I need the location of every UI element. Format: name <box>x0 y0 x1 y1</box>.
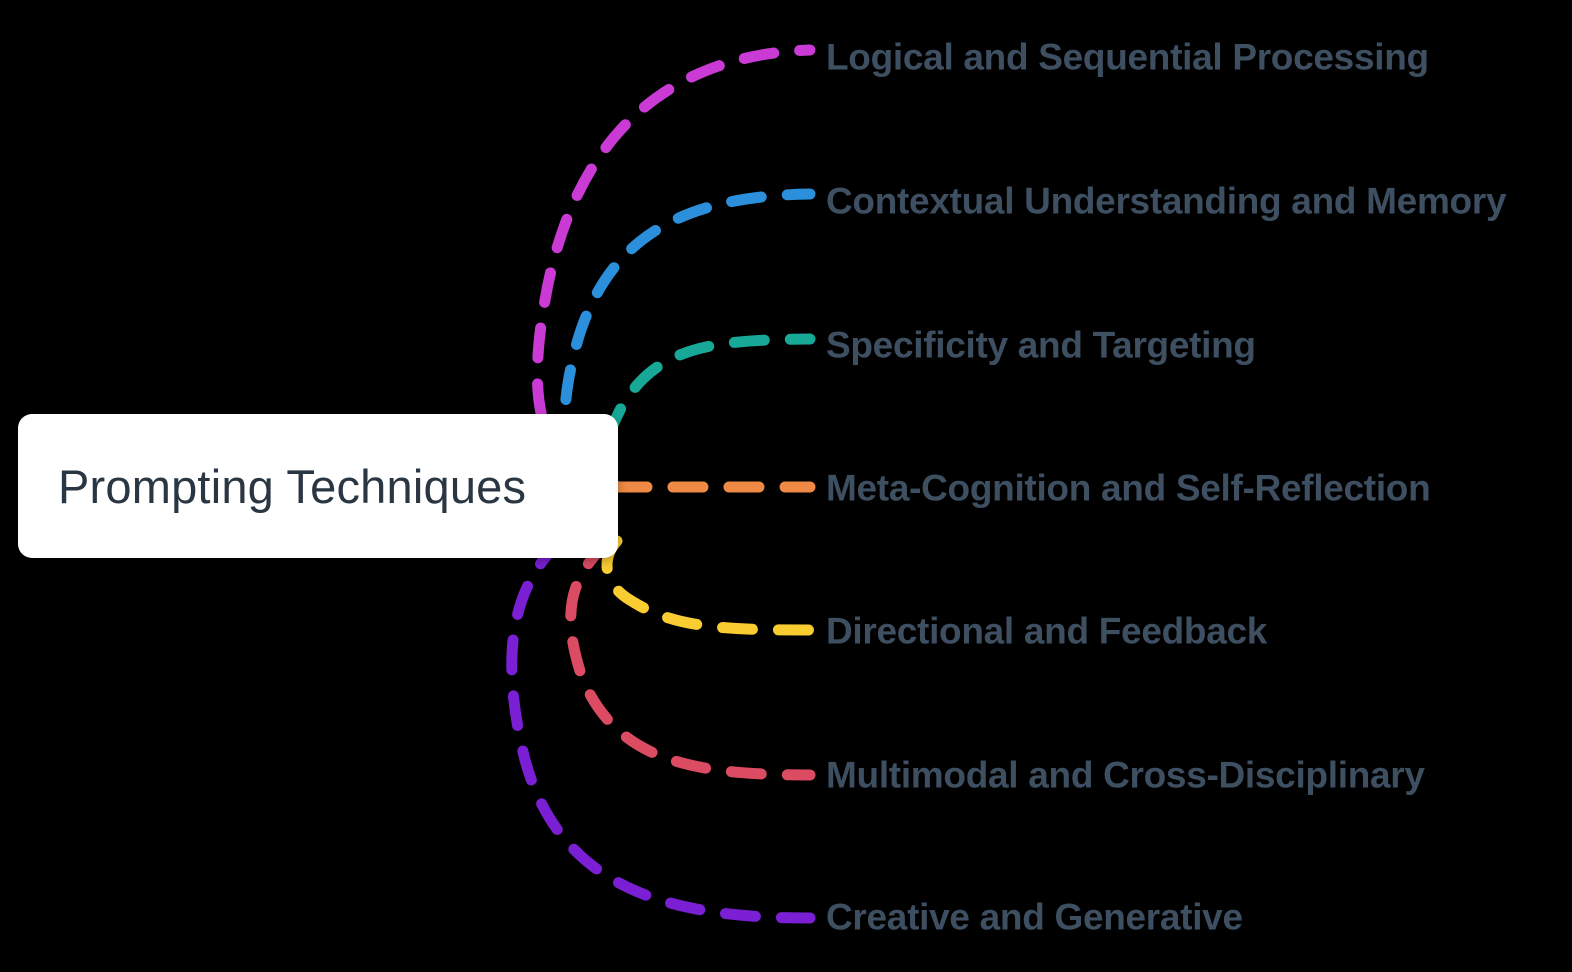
leaf-label[interactable]: Specificity and Targeting <box>826 324 1256 366</box>
root-node-label: Prompting Techniques <box>58 459 527 513</box>
branch-connector-4 <box>601 535 816 636</box>
leaf-label[interactable]: Logical and Sequential Processing <box>826 36 1429 78</box>
branch-connector-5 <box>565 535 816 781</box>
branch-connector-6 <box>506 535 816 924</box>
branch-connector-2 <box>597 333 816 493</box>
leaf-label[interactable]: Multimodal and Cross-Disciplinary <box>826 754 1425 796</box>
leaf-label[interactable]: Creative and Generative <box>826 896 1243 938</box>
leaf-label[interactable]: Meta-Cognition and Self-Reflection <box>826 467 1431 509</box>
root-node[interactable]: Prompting Techniques <box>18 414 618 558</box>
leaf-label[interactable]: Directional and Feedback <box>826 610 1268 652</box>
leaf-label[interactable]: Contextual Understanding and Memory <box>826 180 1507 222</box>
